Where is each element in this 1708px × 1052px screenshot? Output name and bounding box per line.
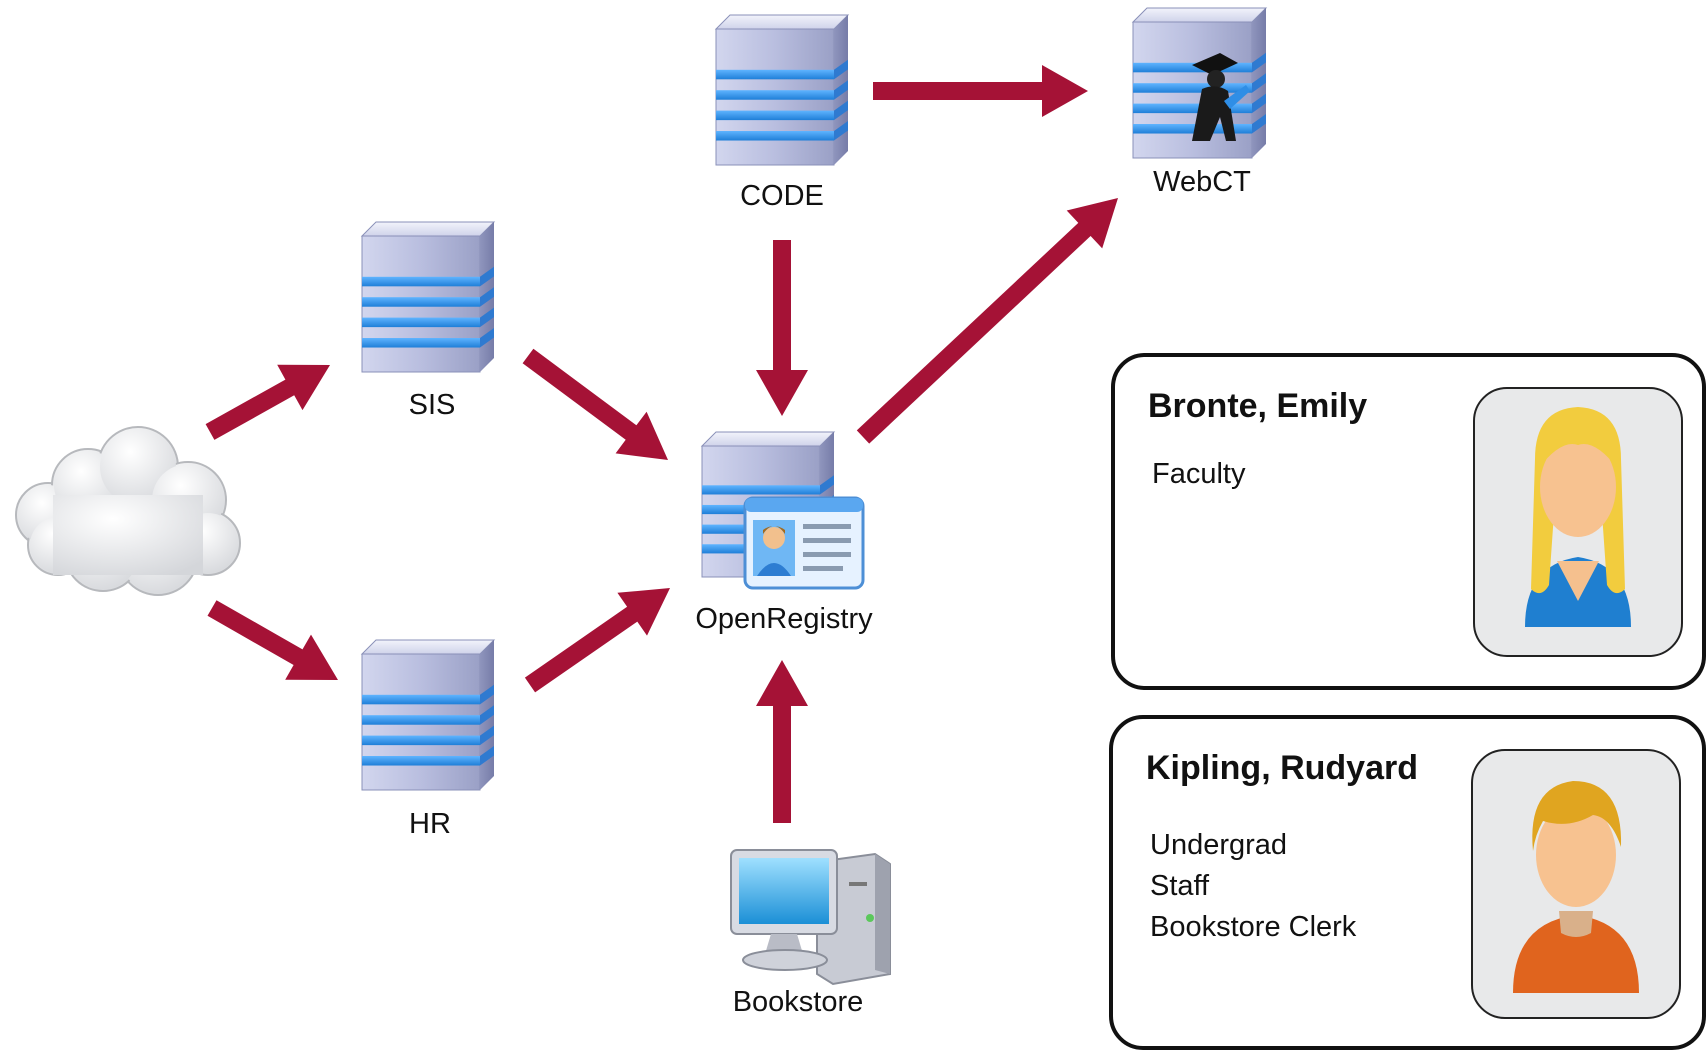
- node-label-webct: WebCT: [1153, 166, 1251, 198]
- graduate-figure-icon: [1192, 53, 1250, 141]
- arrow-code-to-webct: [873, 65, 1088, 117]
- server-icon-webct: [1131, 7, 1268, 159]
- node-label-hr: HR: [409, 808, 451, 840]
- arrow-hr-to-openregistry: [524, 588, 670, 693]
- arrow-cloud-to-hr: [207, 600, 338, 680]
- male-user-icon: [1513, 781, 1639, 993]
- person-roles: Faculty: [1152, 454, 1245, 495]
- server-icon-code: [714, 14, 850, 166]
- female-user-icon: [1525, 407, 1631, 627]
- arrows: [205, 65, 1118, 823]
- arrow-openregistry-to-webct: [856, 198, 1118, 444]
- node-label-bookstore: Bookstore: [732, 986, 864, 1018]
- person-roles: Undergrad Staff Bookstore Clerk: [1150, 825, 1356, 948]
- node-label-sis: SIS: [408, 389, 456, 421]
- avatar: [1473, 387, 1683, 657]
- person-name: Kipling, Rudyard: [1146, 749, 1418, 787]
- arrow-sis-to-openregistry: [522, 348, 668, 460]
- person-role: Staff: [1150, 870, 1210, 902]
- person-role: Undergrad: [1150, 829, 1288, 861]
- person-role: Bookstore Clerk: [1150, 911, 1357, 943]
- person-card: Bronte, Emily Faculty: [1111, 353, 1706, 690]
- person-name: Bronte, Emily: [1148, 387, 1368, 425]
- person-role: Faculty: [1152, 458, 1246, 490]
- arrow-bookstore-to-openregistry: [756, 660, 808, 823]
- cloud-icon: [15, 426, 241, 596]
- server-icon-hr: [360, 639, 496, 791]
- desktop-computer-icon: [730, 849, 891, 986]
- arrow-cloud-to-sis: [205, 364, 330, 440]
- server-icon-sis: [360, 221, 496, 373]
- node-label-code: CODE: [740, 180, 824, 212]
- arrow-code-to-openregistry: [756, 240, 808, 416]
- avatar: [1471, 749, 1681, 1019]
- id-card-icon: [743, 496, 865, 590]
- node-label-openregistry: OpenRegistry: [695, 603, 873, 635]
- person-card: Kipling, Rudyard Undergrad Staff Booksto…: [1109, 715, 1706, 1050]
